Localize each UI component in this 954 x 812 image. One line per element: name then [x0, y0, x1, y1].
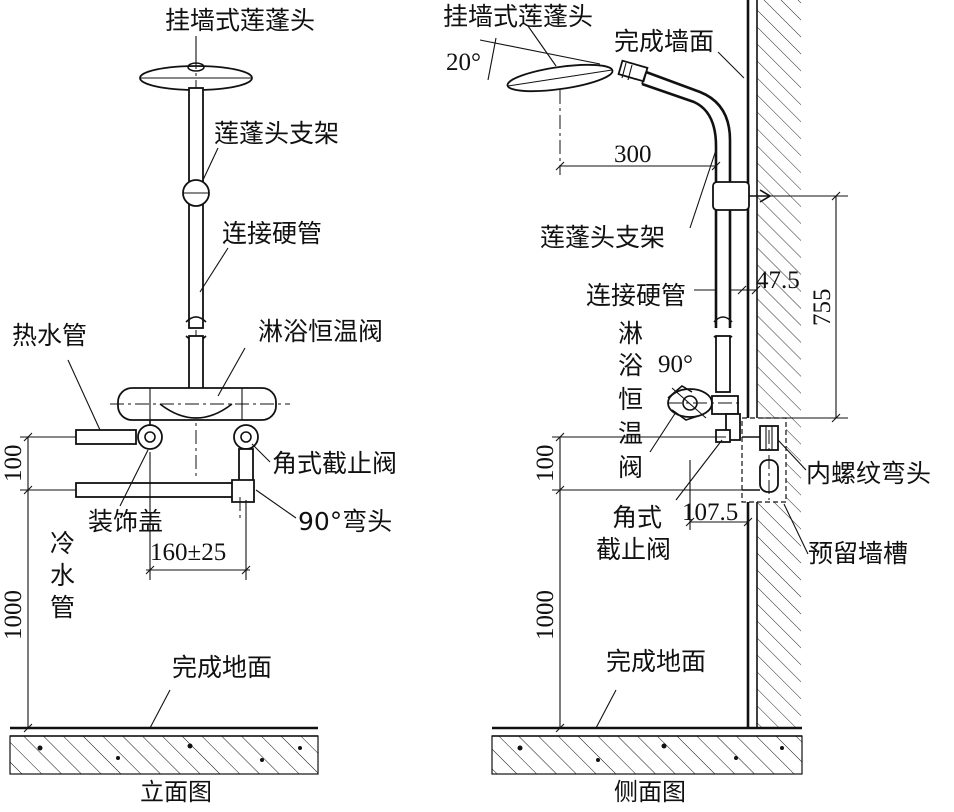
side-label-slot: 预留墙槽 [808, 539, 908, 568]
side-floor [491, 726, 803, 775]
front-cover-right [233, 424, 259, 450]
side-label-shower-head: 挂墙式莲蓬头 [443, 2, 593, 31]
front-hot-pipe [75, 429, 137, 445]
side-label-angle-valve-2: 截止阀 [596, 535, 671, 564]
side-label-valve-5: 阀 [618, 453, 643, 482]
front-title: 立面图 [140, 778, 212, 806]
front-label-rigid-pipe: 连接硬管 [222, 219, 322, 248]
side-label-valve-4: 温 [618, 419, 643, 448]
front-label-shower-head: 挂墙式莲蓬头 [165, 6, 315, 35]
side-label-valve-angle: 90° [658, 351, 693, 378]
front-label-cold-3: 管 [50, 593, 75, 622]
front-dim-spread: 160±25 [150, 539, 226, 566]
side-title: 侧面图 [614, 778, 686, 806]
side-dim-height: 1000 [532, 590, 559, 640]
front-cover-left [137, 424, 163, 450]
side-dim-offset: 47.5 [756, 267, 800, 294]
side-dim-valve-offset: 107.5 [682, 499, 738, 526]
front-elbow [231, 479, 255, 503]
side-label-floor: 完成地面 [606, 647, 706, 676]
front-bracket-pipe [188, 87, 204, 329]
front-elevation: 挂墙式莲蓬头 莲蓬头支架 连接硬管 热水管 淋浴恒温阀 角式截止阀 装饰盖 90… [0, 6, 397, 806]
front-cold-pipe [75, 482, 237, 498]
front-label-hot-pipe: 热水管 [12, 321, 87, 350]
front-label-floor: 完成地面 [172, 653, 272, 682]
side-dim-bracket-height: 755 [809, 289, 836, 327]
side-thermostatic-valve [667, 385, 740, 421]
side-label-rigid-pipe: 连接硬管 [586, 281, 686, 310]
side-label-valve-3: 恒 [618, 385, 643, 414]
front-label-cold-1: 冷 [50, 529, 75, 558]
side-dim-reach: 300 [614, 141, 652, 168]
side-label-angle-valve-1: 角式 [612, 503, 662, 532]
side-label-elbow: 内螺纹弯头 [806, 459, 931, 488]
side-label-wall: 完成墙面 [614, 27, 714, 56]
front-label-bracket: 莲蓬头支架 [214, 119, 339, 148]
front-label-valve: 淋浴恒温阀 [258, 317, 383, 346]
side-dim-spacing: 100 [532, 445, 559, 483]
side-label-valve-1: 淋 [618, 319, 643, 348]
side-label-bracket: 莲蓬头支架 [540, 223, 665, 252]
front-label-cover: 装饰盖 [88, 507, 163, 536]
side-label-valve-2: 浴 [618, 351, 643, 380]
side-threaded-elbow [759, 425, 779, 500]
front-label-elbow: 90°弯头 [298, 507, 392, 536]
front-label-angle-valve: 角式截止阀 [272, 449, 397, 478]
side-view: 挂墙式莲蓬头 完成墙面 20° 300 莲蓬头支架 连接硬管 47.5 755 … [443, 0, 931, 806]
side-wall [741, 0, 801, 728]
front-thermostatic-valve [110, 387, 290, 421]
side-label-angle: 20° [446, 49, 481, 76]
front-dim-height: 1000 [0, 590, 27, 640]
side-wall-mount [712, 181, 750, 211]
front-dim-spacing: 100 [0, 445, 27, 483]
side-shower-head [506, 59, 649, 93]
front-floor [9, 726, 319, 775]
front-label-cold-2: 水 [50, 561, 75, 590]
